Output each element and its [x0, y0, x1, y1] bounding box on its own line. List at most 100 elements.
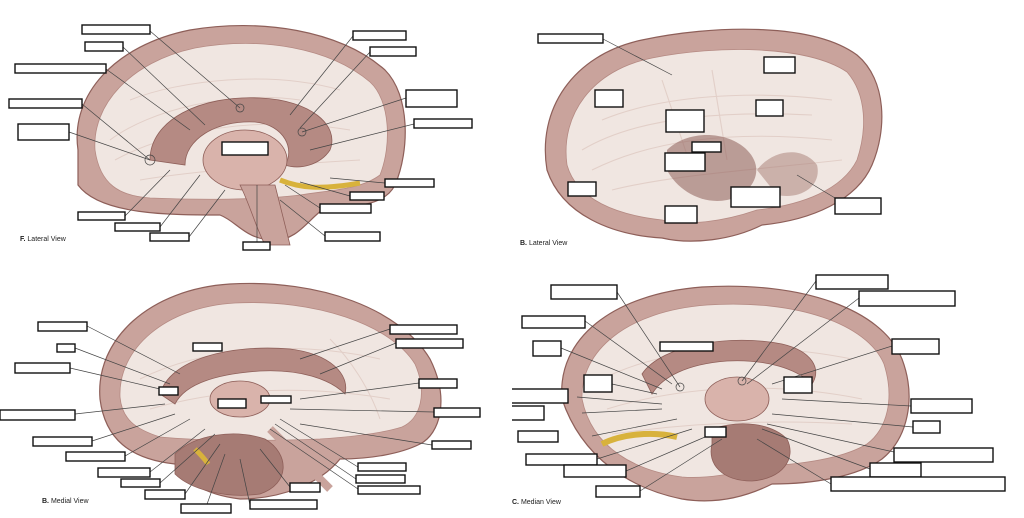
caption-prefix: F. [20, 236, 26, 243]
label-box[interactable] [830, 476, 1006, 492]
label-box[interactable] [583, 374, 613, 393]
label-box[interactable] [389, 324, 458, 335]
label-box[interactable] [144, 489, 186, 500]
brain-illustration-f [8, 24, 473, 251]
panel-b-medial: B. Medial View [0, 259, 512, 518]
marker-circle [297, 127, 307, 137]
corpus-callosum [159, 347, 347, 405]
label-box[interactable] [384, 178, 435, 188]
label-box[interactable] [433, 407, 481, 418]
label-box[interactable] [532, 340, 562, 357]
thalamus [704, 376, 770, 422]
caption-c-median: C. Median View [512, 499, 561, 506]
label-box[interactable] [517, 430, 559, 443]
caption-f-lateral: F. Lateral View [20, 236, 66, 243]
label-box[interactable] [97, 467, 151, 478]
label-box[interactable] [665, 109, 705, 133]
label-box[interactable] [418, 378, 458, 389]
label-box[interactable] [349, 191, 385, 201]
label-box[interactable] [512, 405, 545, 421]
label-box[interactable] [755, 99, 784, 117]
leader-lines [602, 38, 836, 199]
label-box[interactable] [525, 453, 598, 466]
label-box[interactable] [431, 440, 472, 450]
label-box[interactable] [595, 485, 641, 498]
leader-lines [68, 30, 415, 243]
label-box[interactable] [324, 231, 381, 242]
label-box[interactable] [413, 118, 473, 129]
caption-text: Lateral View [528, 240, 568, 247]
temporal-lobe [174, 433, 284, 496]
label-box[interactable] [114, 222, 161, 232]
label-box[interactable] [249, 499, 318, 510]
label-box[interactable] [56, 343, 76, 353]
label-box[interactable] [217, 398, 247, 409]
label-box[interactable] [352, 30, 407, 41]
label-box[interactable] [594, 89, 624, 108]
label-box[interactable] [242, 241, 271, 251]
label-box[interactable] [910, 398, 973, 414]
label-box[interactable] [659, 341, 714, 352]
label-box[interactable] [77, 211, 126, 221]
label-box[interactable] [355, 474, 406, 484]
label-box[interactable] [158, 386, 179, 396]
label-box[interactable] [319, 203, 372, 214]
label-box[interactable] [289, 482, 321, 493]
label-box[interactable] [149, 232, 190, 242]
label-box[interactable] [405, 89, 458, 108]
label-box[interactable] [912, 420, 941, 434]
label-box[interactable] [730, 186, 781, 208]
caption-prefix: B. [42, 498, 49, 505]
label-box[interactable] [14, 362, 71, 374]
nerve-tract [279, 177, 361, 190]
caption-prefix: C. [512, 499, 519, 506]
label-box[interactable] [550, 284, 618, 300]
label-box[interactable] [120, 478, 161, 488]
label-box[interactable] [221, 141, 269, 156]
label-box[interactable] [260, 395, 292, 404]
label-box[interactable] [65, 451, 126, 462]
label-box[interactable] [869, 462, 922, 478]
label-boxes [537, 33, 882, 224]
label-box[interactable] [37, 321, 88, 332]
label-box[interactable] [783, 376, 813, 394]
label-box[interactable] [357, 485, 421, 495]
label-box[interactable] [893, 447, 994, 463]
label-box[interactable] [563, 464, 627, 478]
caption-prefix: B. [520, 240, 527, 247]
label-box[interactable] [537, 33, 604, 44]
label-box[interactable] [834, 197, 882, 215]
label-box[interactable] [512, 388, 569, 404]
label-box[interactable] [567, 181, 597, 197]
label-box[interactable] [763, 56, 796, 74]
brain-illustration-b-medial [0, 282, 481, 514]
marker-circle [235, 103, 245, 113]
label-box[interactable] [14, 63, 107, 74]
label-box[interactable] [858, 290, 956, 307]
label-box[interactable] [664, 152, 706, 172]
brainstem [239, 184, 291, 246]
temporal-region [757, 152, 818, 196]
label-box[interactable] [395, 338, 464, 349]
label-box[interactable] [32, 436, 93, 447]
panel-c-median: C. Median View [512, 259, 1024, 518]
label-box[interactable] [691, 141, 722, 153]
label-box[interactable] [369, 46, 417, 57]
label-box[interactable] [357, 462, 407, 472]
label-box[interactable] [664, 205, 698, 224]
label-box[interactable] [0, 409, 76, 421]
label-box[interactable] [521, 315, 586, 329]
label-box[interactable] [8, 98, 83, 109]
label-box[interactable] [815, 274, 889, 290]
label-box[interactable] [704, 426, 727, 438]
label-box[interactable] [81, 24, 151, 35]
marker-circle [737, 376, 747, 386]
label-box[interactable] [17, 123, 70, 141]
label-boxes [0, 321, 481, 514]
label-box[interactable] [192, 342, 223, 352]
label-box[interactable] [891, 338, 940, 355]
label-boxes [512, 274, 1006, 498]
label-box[interactable] [84, 41, 124, 52]
label-box[interactable] [180, 503, 232, 514]
white-matter [119, 302, 422, 441]
